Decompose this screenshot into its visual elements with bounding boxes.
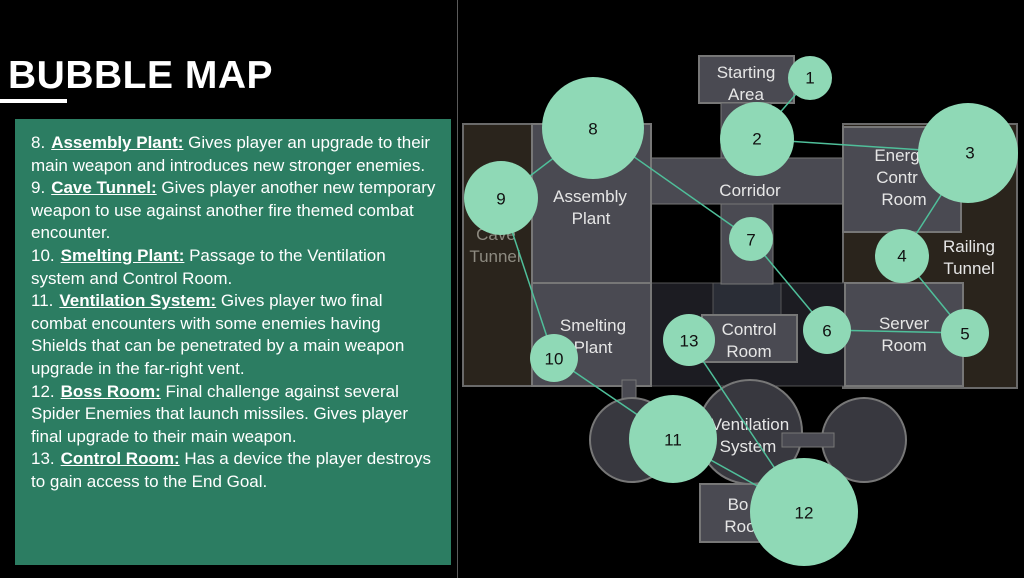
bubble-8[interactable] [542,77,644,179]
room-label: Plant [574,338,613,357]
bubble-label: 11 [664,431,682,450]
room-label: Energ [874,146,919,165]
bubble-label: 5 [960,325,969,344]
page-title: BUBBLE MAP [8,54,273,97]
entry-number: 12. [31,381,55,401]
entry-boss-room: 12.Boss Room: Final challenge against se… [31,381,439,449]
bubble-label: 13 [680,332,699,351]
bubble-1[interactable] [788,56,832,100]
entry-name: Control Room: [60,449,180,469]
bubble-label: 12 [795,504,814,523]
bubble-label: 9 [496,190,505,209]
room-label: System [720,437,777,456]
bubble-label: 6 [822,322,831,341]
room-label: Bo [728,495,749,514]
entry-description: Passage to the Ventilation system and Co… [31,245,386,288]
bubble-10[interactable] [530,334,578,382]
entry-cave-tunnel: 9.Cave Tunnel: Gives player another new … [31,177,439,245]
entry-name: Cave Tunnel: [51,178,157,198]
panel-divider [457,0,458,578]
bubble-label: 2 [752,130,761,149]
bubble-6[interactable] [803,306,851,354]
room-label: Room [881,336,926,355]
bubble-2[interactable] [720,102,794,176]
room-label: Tunnel [943,259,994,278]
bubble-7[interactable] [729,217,773,261]
entry-ventilation-system: 11.Ventilation System: Gives player two … [31,290,439,380]
bubble-13[interactable] [663,314,715,366]
room-label: Room [881,190,926,209]
room-label: Plant [572,209,611,228]
bubble-3[interactable] [918,103,1018,203]
entry-number: 9. [31,178,46,198]
entry-number: 13. [31,449,55,469]
entry-description: Gives player an upgrade to their main we… [31,133,431,175]
bubble-9[interactable] [464,161,538,235]
room-label: Area [728,85,764,104]
room-label: Railing [943,237,995,256]
entry-description: Final challenge against several Spider E… [31,381,408,446]
entry-name: Assembly Plant: [51,133,184,152]
room-label: Corridor [719,181,781,200]
room-label: Contr [876,168,918,187]
entry-description: Has a device the player destroys to gain… [31,449,431,491]
bubble-nodes [464,56,1018,566]
bubble-label: 7 [746,231,755,250]
room-label: Server [879,314,929,333]
entry-description: Gives player two final combat encounters… [31,291,405,378]
starting-area-room [698,55,795,104]
bubble-label: 4 [897,247,906,266]
entry-name: Ventilation System: [59,291,217,311]
entry-number: 10. [31,245,55,265]
description-panel: 8. Assembly Plant: Gives player an upgrad… [15,119,451,565]
room-label: Control [722,320,777,339]
entry-name: Boss Room: [60,381,161,401]
room-label: Ventilation [711,415,789,434]
vent-duct-right [781,432,835,448]
room-label: Assembly [553,187,627,206]
control-room [701,314,798,363]
title-underline [0,99,67,103]
entry-name: Smelting Plant: [60,245,185,265]
bubble-label: 8 [588,120,597,139]
entry-description: Gives player another new temporary weapo… [31,178,436,243]
entry-number: 8. [31,133,46,152]
room-label: Tunnel [469,247,520,266]
entry-control-room: 13.Control Room: Has a device the player… [31,448,439,493]
room-label: Room [726,342,771,361]
bubble-11[interactable] [629,395,717,483]
entry-smelting-plant: 10.Smelting Plant: Passage to the Ventil… [31,245,439,290]
bubble-4[interactable] [875,229,929,283]
bubble-label: 3 [965,144,974,163]
entry-number: 11. [31,291,54,311]
bubble-5[interactable] [941,309,989,357]
bubble-label: 1 [805,69,814,88]
room-label: Starting [717,63,776,82]
room-label: Roo [724,517,755,536]
bubble-12[interactable] [750,458,858,566]
bubble-label: 10 [545,350,564,369]
room-label: Smelting [560,316,626,335]
entry-assembly-plant: 8. Assembly Plant: Gives player an upgrad… [31,132,439,177]
